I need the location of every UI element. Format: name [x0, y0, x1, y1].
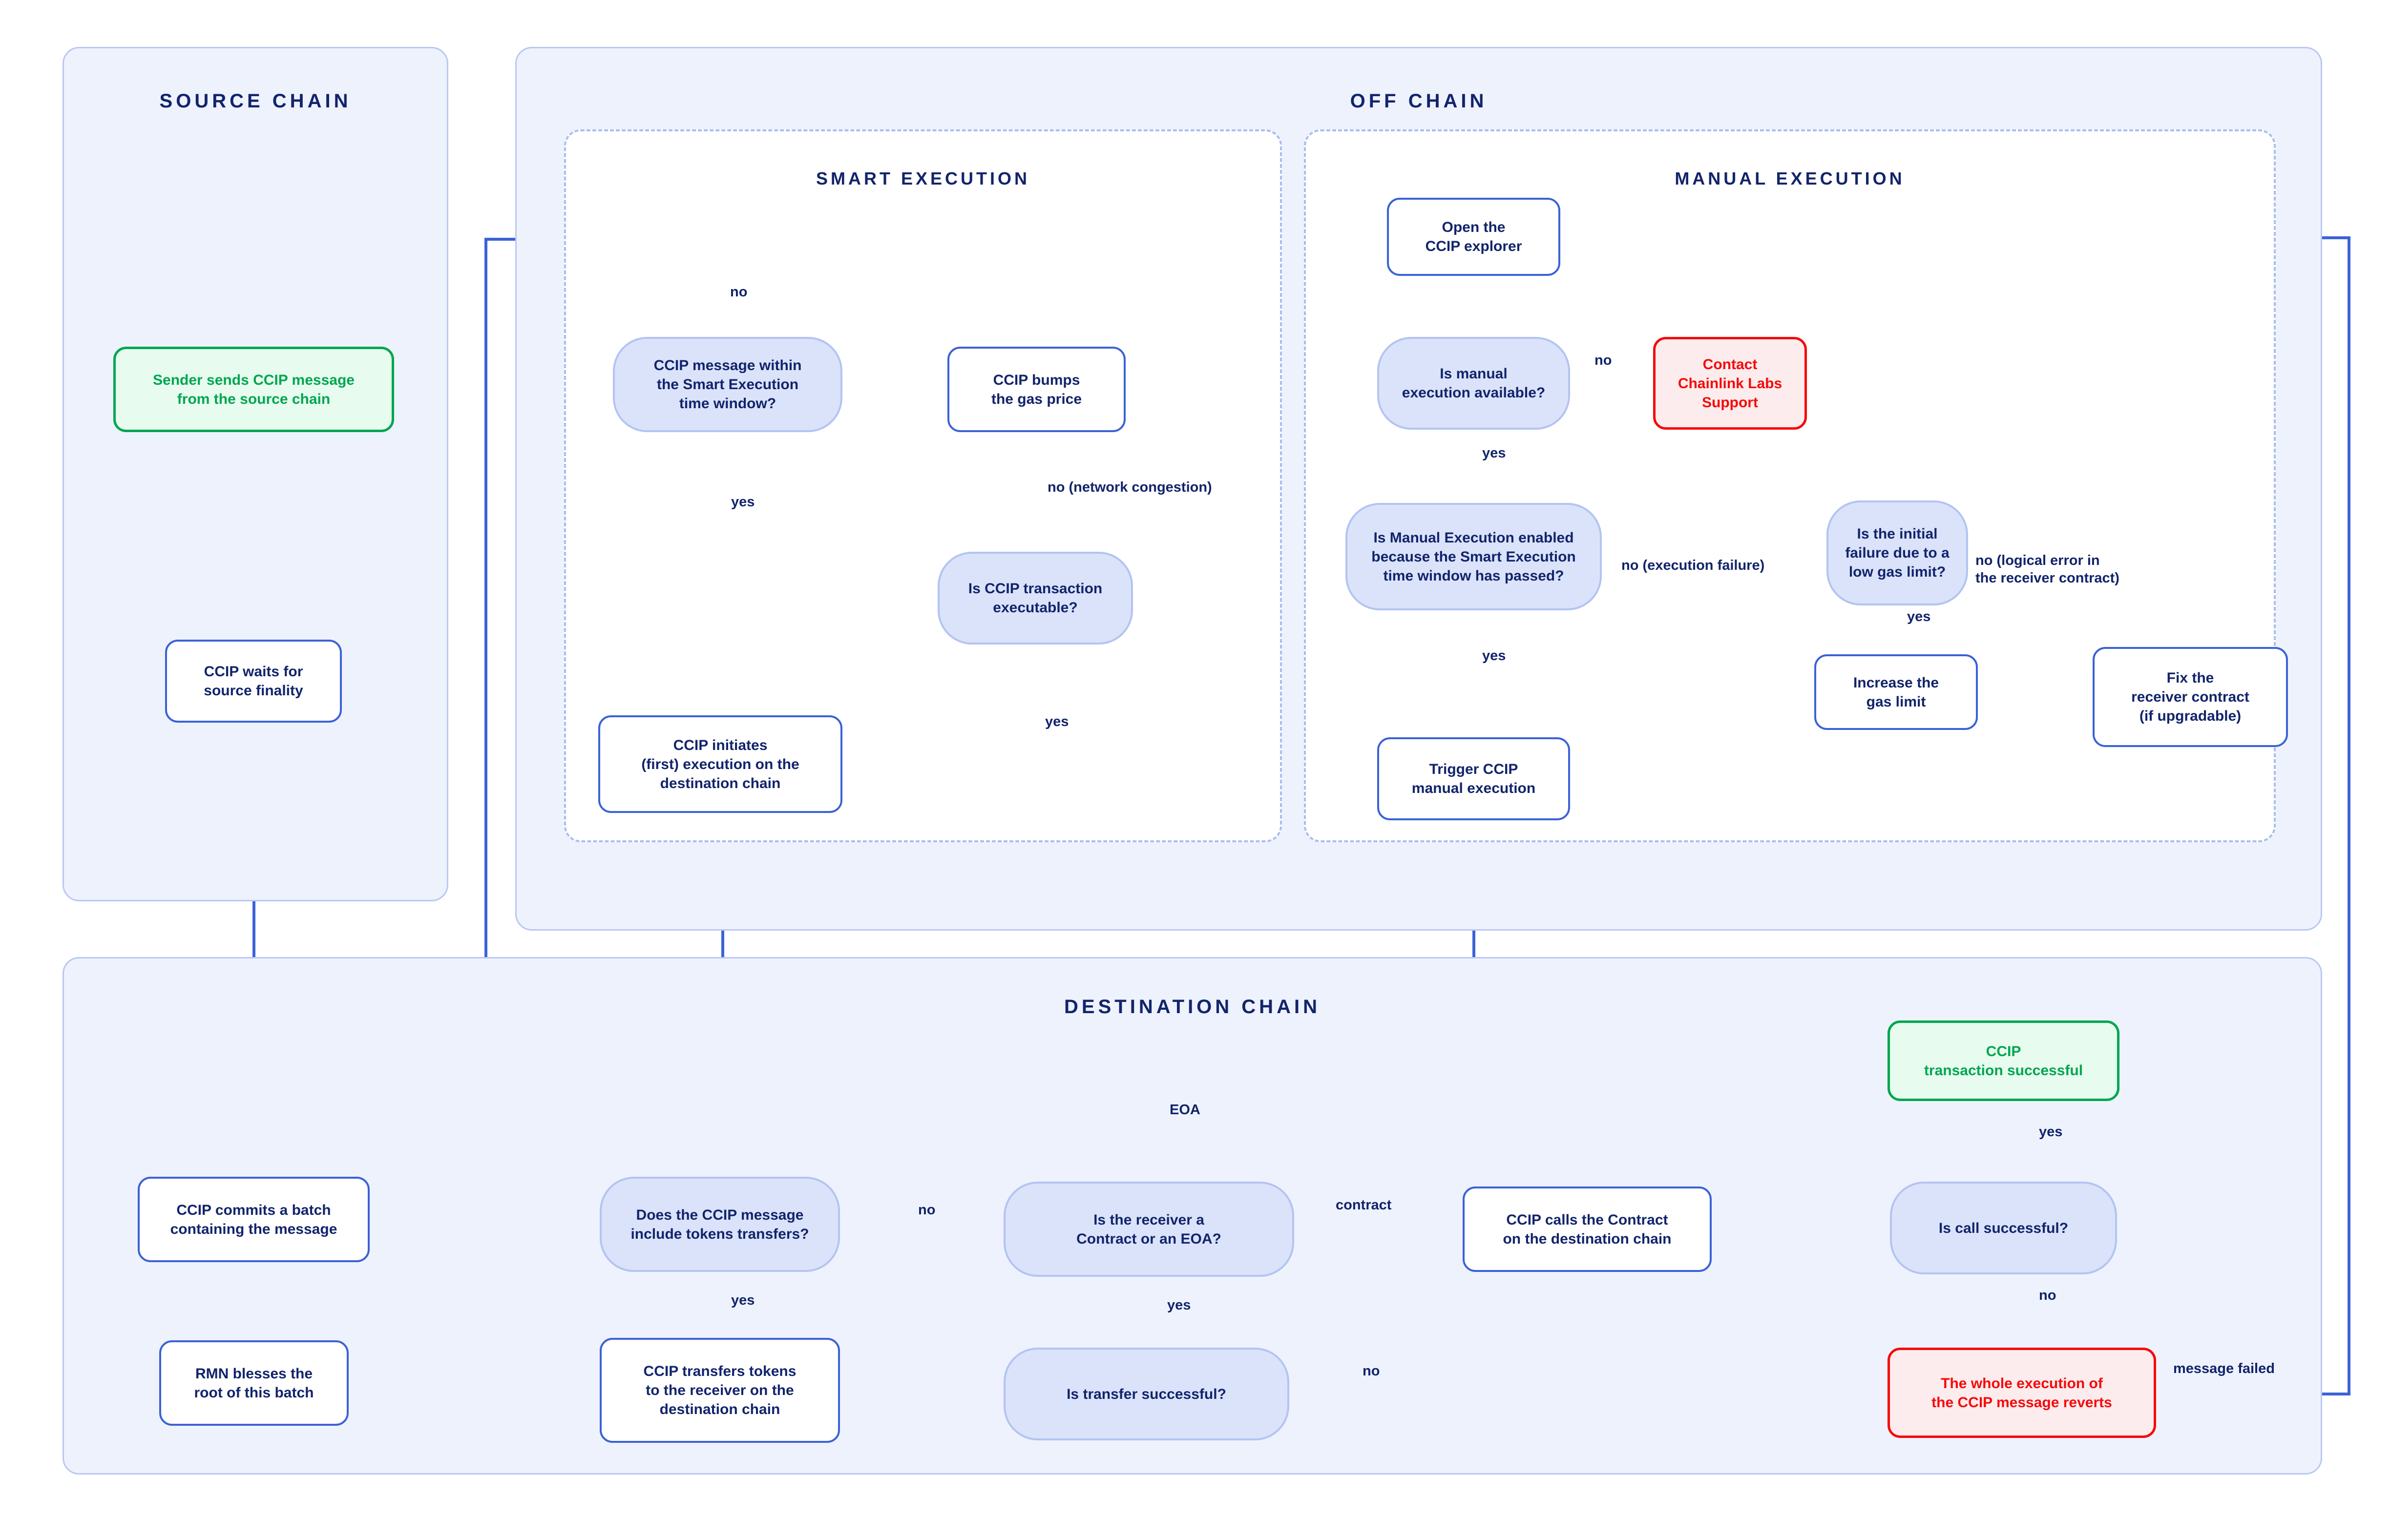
- node-fix-receiver-contract[interactable]: Fix the receiver contract (if upgradable…: [2093, 647, 2288, 747]
- edge-label-window-no: no: [730, 284, 748, 300]
- panel-off-chain-title: OFF CHAIN: [1350, 90, 1488, 112]
- edge-label-tokens-no: no: [918, 1202, 936, 1218]
- edge-label-message-failed: message failed: [2173, 1361, 2275, 1376]
- node-contact-support[interactable]: Contact Chainlink Labs Support: [1653, 337, 1807, 430]
- node-within-smart-window[interactable]: CCIP message within the Smart Execution …: [613, 337, 842, 432]
- node-bumps-gas-price[interactable]: CCIP bumps the gas price: [947, 347, 1126, 432]
- node-tx-executable[interactable]: Is CCIP transaction executable?: [938, 552, 1133, 645]
- node-transfers-tokens[interactable]: CCIP transfers tokens to the receiver on…: [600, 1338, 840, 1443]
- node-execution-reverts[interactable]: The whole execution of the CCIP message …: [1888, 1348, 2156, 1438]
- panel-source-chain-title: SOURCE CHAIN: [159, 90, 352, 112]
- node-transfer-successful[interactable]: Is transfer successful?: [1004, 1348, 1289, 1440]
- panel-source-chain: [63, 47, 448, 901]
- node-waits-finality[interactable]: CCIP waits for source finality: [165, 640, 342, 723]
- node-transaction-successful[interactable]: CCIP transaction successful: [1888, 1020, 2119, 1101]
- node-call-successful[interactable]: Is call successful?: [1890, 1182, 2117, 1274]
- node-open-ccip-explorer[interactable]: Open the CCIP explorer: [1387, 198, 1560, 276]
- node-initial-failure-gas-limit[interactable]: Is the initial failure due to a low gas …: [1826, 500, 1968, 605]
- panel-manual-execution-title: MANUAL EXECUTION: [1675, 168, 1905, 188]
- edge-label-window-yes: yes: [731, 494, 755, 510]
- edge-label-call-yes: yes: [2039, 1124, 2063, 1140]
- edge-label-transfer-yes: yes: [1167, 1297, 1191, 1313]
- edge-label-executable-yes: yes: [1045, 714, 1069, 729]
- node-manual-execution-available[interactable]: Is manual execution available?: [1377, 337, 1570, 430]
- edge-label-logical-error: no (logical error in the receiver contra…: [1975, 553, 2119, 586]
- node-calls-contract[interactable]: CCIP calls the Contract on the destinati…: [1463, 1186, 1712, 1272]
- node-receiver-contract-or-eoa[interactable]: Is the receiver a Contract or an EOA?: [1004, 1182, 1294, 1277]
- node-manual-execution-enabled[interactable]: Is Manual Execution enabled because the …: [1345, 503, 1602, 610]
- edge-label-initial-failure-yes: yes: [1907, 609, 1931, 624]
- node-initiates-execution[interactable]: CCIP initiates (first) execution on the …: [598, 715, 842, 813]
- node-rmn-blesses[interactable]: RMN blesses the root of this batch: [159, 1340, 349, 1426]
- edge-label-manual-available-no: no: [1594, 353, 1612, 368]
- node-trigger-manual-execution[interactable]: Trigger CCIP manual execution: [1377, 737, 1570, 820]
- edge-label-call-no: no: [2039, 1288, 2056, 1303]
- node-sender-sends[interactable]: Sender sends CCIP message from the sourc…: [113, 347, 394, 432]
- node-increase-gas-limit[interactable]: Increase the gas limit: [1814, 654, 1978, 730]
- edge-label-manual-available-yes: yes: [1482, 445, 1506, 461]
- edge-label-network-congestion: no (network congestion): [1048, 479, 1212, 495]
- panel-destination-chain-title: DESTINATION CHAIN: [1064, 996, 1321, 1018]
- edge-label-tokens-yes: yes: [731, 1292, 755, 1308]
- edge-label-execution-failure: no (execution failure): [1621, 558, 1765, 573]
- panel-smart-execution-title: SMART EXECUTION: [816, 168, 1030, 188]
- edge-label-receiver-contract: contract: [1336, 1197, 1392, 1213]
- node-commits-batch[interactable]: CCIP commits a batch containing the mess…: [138, 1177, 370, 1262]
- edge-label-manual-enabled-yes: yes: [1482, 648, 1506, 664]
- node-includes-token-transfers[interactable]: Does the CCIP message include tokens tra…: [600, 1177, 840, 1272]
- edge-label-transfer-no: no: [1363, 1363, 1380, 1379]
- edge-label-receiver-eoa: EOA: [1170, 1102, 1200, 1118]
